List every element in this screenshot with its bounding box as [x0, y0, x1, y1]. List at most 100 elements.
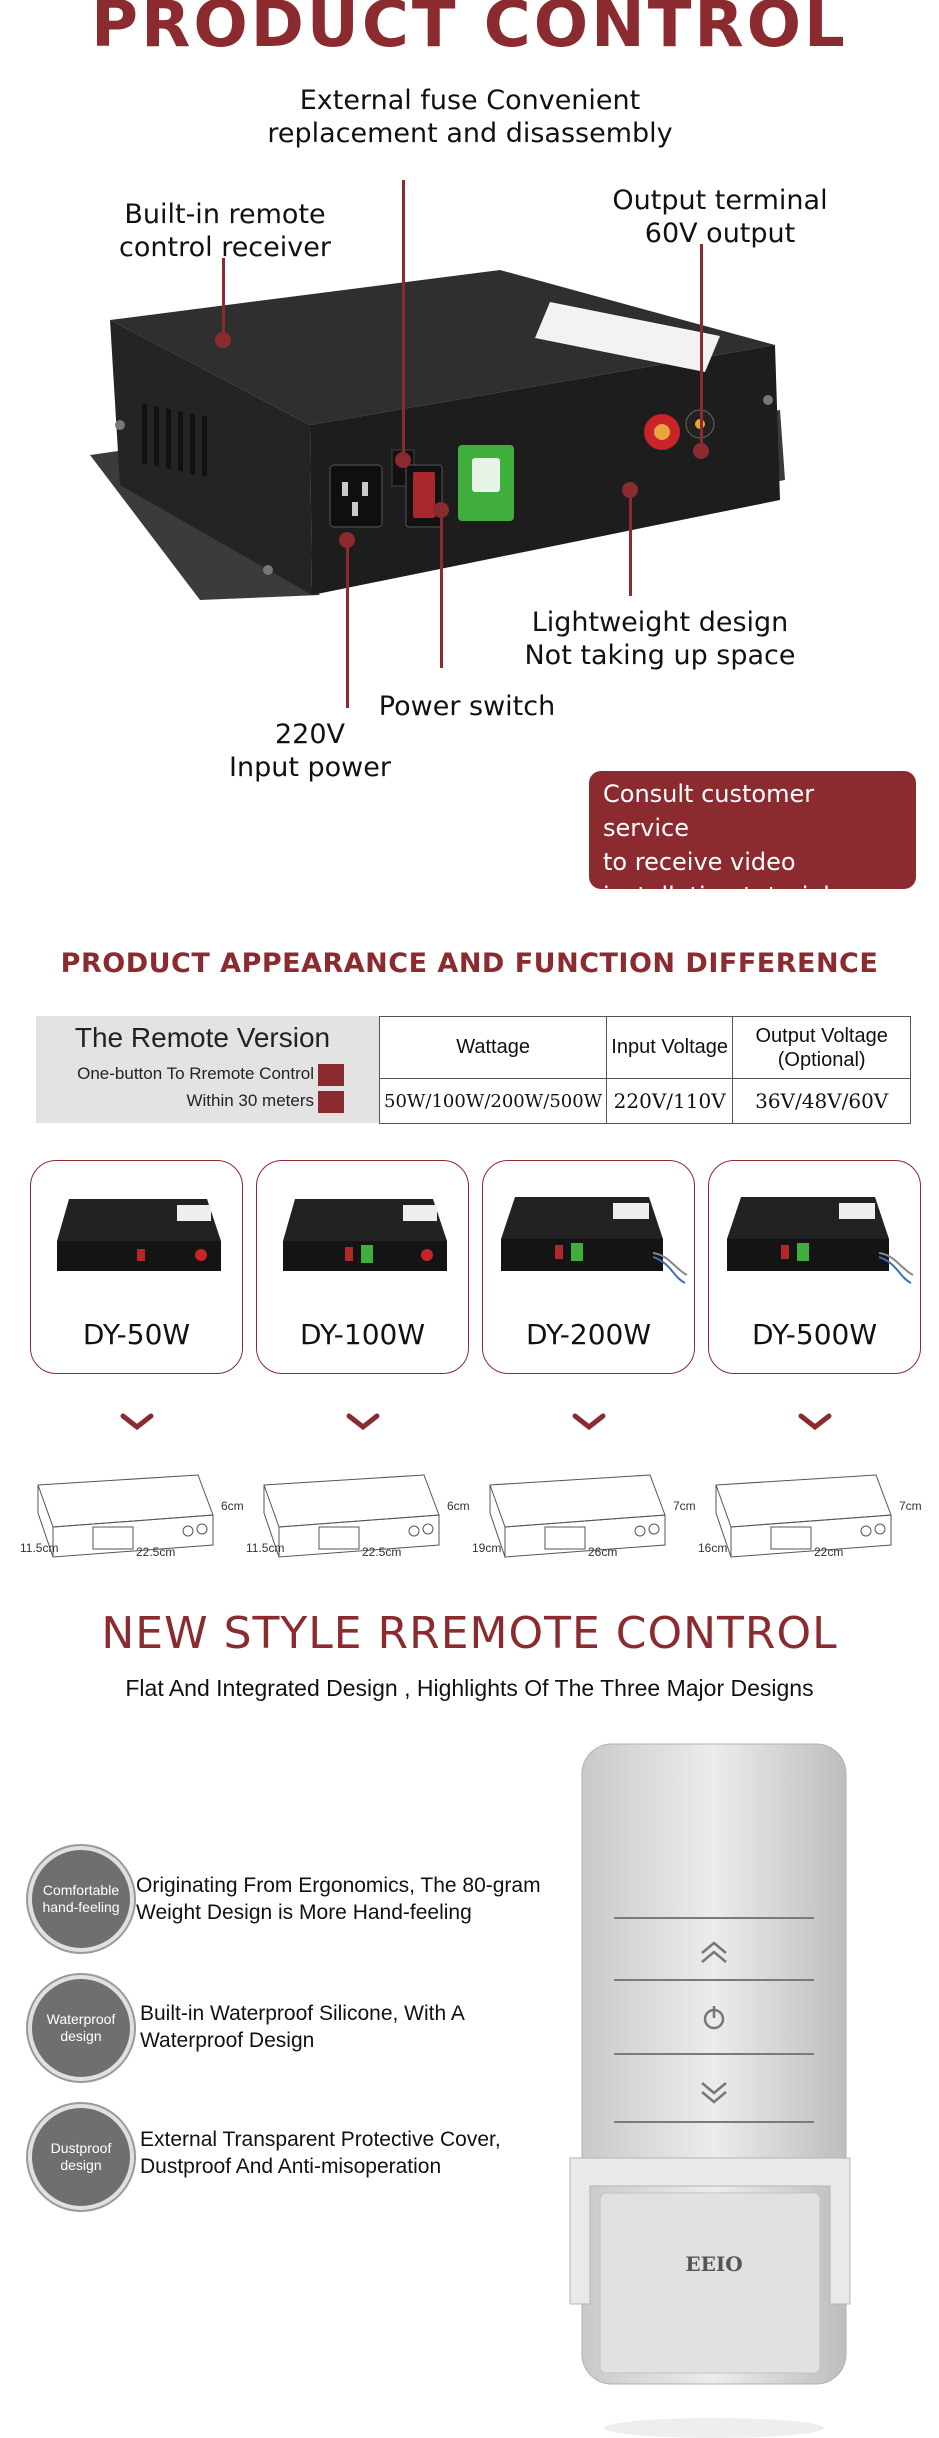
model-card-50w[interactable]: DY-50W [30, 1160, 243, 1374]
callout-fuse: External fuse Convenient replacement and… [230, 84, 710, 150]
callout-output: Output terminal 60V output [590, 184, 850, 250]
pointer-receiver-dot [215, 332, 231, 348]
model-name: DY-100W [299, 1318, 426, 1351]
spec-header-wattage: Wattage [378, 1016, 608, 1079]
dimension-height: 6cm [447, 1499, 470, 1513]
feature-line2: Weight Design is More Hand-feeling [136, 1901, 472, 1924]
remote-brand: EEIO [685, 2252, 743, 2276]
pointer-light [629, 488, 632, 596]
marker-square [318, 1090, 344, 1113]
dimension-drawing-50w: 11.5cm 22.5cm 6cm [18, 1465, 248, 1565]
badge-line1: Dustproof [50, 2140, 112, 2156]
power-supply-image [90, 270, 785, 600]
badge-line2: design [60, 2028, 102, 2044]
remote-title: NEW STYLE RREMOTE CONTROL [101, 1608, 838, 1659]
feature-waterproof-text: Built-in Waterproof Silicone, With A Wat… [140, 2000, 465, 2054]
device-thumbnail [57, 1199, 221, 1271]
callout-power-switch: Power switch [378, 691, 556, 722]
chevron-down-icon [346, 1413, 380, 1431]
consult-line3: installation tutorial. [603, 882, 838, 910]
chevron-down-icon [798, 1413, 832, 1431]
dimension-height: 7cm [673, 1499, 696, 1513]
callout-output-line1: Output terminal [612, 185, 828, 216]
pointer-fuse-dot [395, 452, 411, 468]
chevron-down-icon [572, 1413, 606, 1431]
feature-dustproof-text: External Transparent Protective Cover, D… [140, 2126, 501, 2180]
box-outline [715, 1474, 892, 1558]
callout-input-line2: Input power [229, 752, 391, 783]
device-thumbnail [283, 1199, 447, 1271]
device-thumbnail [501, 1197, 688, 1284]
badge-line1: Comfortable [42, 1882, 120, 1898]
spec-header-input: Input Voltage [606, 1016, 734, 1079]
remote-version-line2: Within 30 meters [186, 1091, 314, 1110]
callout-output-line2: 60V output [644, 218, 796, 249]
pointer-light-dot [622, 482, 638, 498]
remote-version-line1: One-button To Rremote Control [77, 1064, 314, 1083]
model-card-100w[interactable]: DY-100W [256, 1160, 469, 1374]
badge-line1: Waterproof [46, 2011, 116, 2027]
callout-light-line2: Not taking up space [524, 640, 796, 671]
dimension-width: 22.5cm [136, 1545, 176, 1559]
callout-lightweight: Lightweight design Not taking up space [510, 606, 810, 672]
pointer-input-dot [339, 532, 355, 548]
spec-value-wattage: 50W/100W/200W/500W [378, 1078, 608, 1124]
pointer-fuse [402, 180, 405, 460]
model-card-500w[interactable]: DY-500W [708, 1160, 921, 1374]
dimension-drawing-200w: 19cm 26cm 7cm [470, 1465, 700, 1565]
device-thumbnail [727, 1197, 914, 1284]
model-card-200w[interactable]: DY-200W [482, 1160, 695, 1374]
callout-fuse-line2: replacement and disassembly [267, 118, 673, 149]
box-outline [489, 1474, 666, 1558]
dimension-depth: 11.5cm [20, 1541, 59, 1555]
pointer-output-dot [693, 443, 709, 459]
feature-line2: Dustproof And Anti-misoperation [140, 2155, 442, 2178]
pointer-receiver [222, 258, 225, 338]
model-name: DY-50W [82, 1318, 191, 1351]
box-outline [263, 1474, 440, 1558]
consult-banner[interactable]: Consult customer service to receive vide… [589, 771, 916, 910]
spec-table: Wattage Input Voltage Output Voltage (Op… [378, 1016, 912, 1124]
callout-input-line1: 220V [274, 719, 345, 750]
hero-title: PRODUCT CONTROL [91, 0, 848, 62]
dimension-width: 26cm [588, 1545, 618, 1559]
callout-receiver-line2: control receiver [119, 232, 331, 263]
appearance-title: PRODUCT APPEARANCE AND FUNCTION DIFFEREN… [60, 948, 879, 979]
consult-line2: to receive video [603, 848, 796, 876]
spec-value-output: 36V/48V/60V [732, 1078, 912, 1124]
callout-fuse-line1: External fuse Convenient [299, 85, 641, 116]
dimension-width: 22cm [814, 1545, 844, 1559]
pointer-output [700, 244, 703, 449]
model-name: DY-200W [525, 1318, 652, 1351]
badge-line2: design [60, 2157, 102, 2173]
dimension-drawing-500w: 16cm 22cm 7cm [696, 1465, 926, 1565]
model-name: DY-500W [751, 1318, 878, 1351]
remote-version-title: The Remote Version [74, 1022, 331, 1053]
dimension-depth: 16cm [698, 1541, 728, 1555]
consult-line1: Consult customer service [603, 780, 815, 842]
callout-receiver-line1: Built-in remote [124, 199, 326, 230]
chevron-down-icon [120, 1413, 154, 1431]
dimension-width: 22.5cm [362, 1545, 402, 1559]
callout-input-power: 220V Input power [205, 718, 415, 784]
feature-comfortable-text: Originating From Ergonomics, The 80-gram… [136, 1872, 541, 1926]
dimension-depth: 11.5cm [246, 1541, 285, 1555]
feature-line1: Originating From Ergonomics, The 80-gram [136, 1874, 541, 1897]
spec-header-output: Output Voltage (Optional) [732, 1016, 912, 1079]
callout-light-line1: Lightweight design [531, 607, 789, 638]
dimension-height: 7cm [899, 1499, 922, 1513]
remote-subtitle: Flat And Integrated Design , Highlights … [125, 1675, 814, 1701]
callout-receiver: Built-in remote control receiver [100, 198, 350, 264]
feature-line1: External Transparent Protective Cover, [140, 2128, 501, 2151]
pointer-input [346, 538, 349, 708]
feature-line2: Waterproof Design [140, 2029, 315, 2052]
marker-square [318, 1063, 344, 1086]
dimension-height: 6cm [221, 1499, 244, 1513]
feature-line1: Built-in Waterproof Silicone, With A [140, 2002, 465, 2025]
remote-version-lines: One-button To Rremote Control Within 30 … [36, 1060, 344, 1114]
spec-value-input: 220V/110V [606, 1078, 734, 1124]
dimension-drawing-100w: 11.5cm 22.5cm 6cm [244, 1465, 474, 1565]
